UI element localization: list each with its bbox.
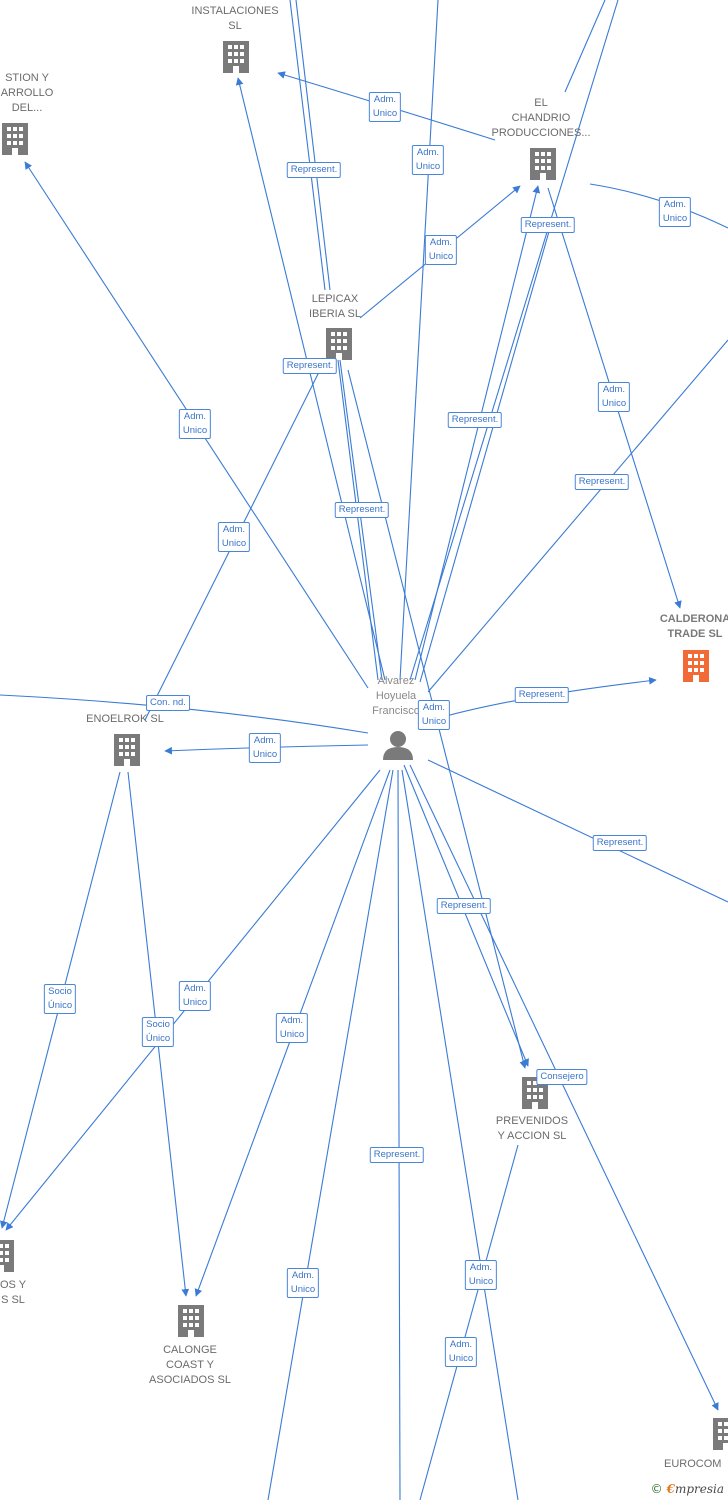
building-icon[interactable] [178, 1305, 204, 1337]
edge-line [403, 764, 529, 1067]
edge-label[interactable]: Adm. Unico [368, 92, 402, 122]
edge-line [339, 359, 383, 681]
edge-label[interactable]: Adm. Unico [178, 409, 212, 439]
node-label-chandrio[interactable]: EL CHANDRIO PRODUCCIONES... [491, 97, 591, 139]
node-label-person[interactable]: Alvarez Hoyuela Francisco [372, 675, 420, 717]
edge-line [397, 769, 401, 1500]
nodes [0, 41, 728, 1450]
edge-line [337, 359, 379, 681]
edge-line [419, 227, 551, 683]
edge-label[interactable]: Represent. [520, 217, 576, 233]
brand-name: mpresia [674, 1482, 724, 1496]
edge-line [564, 0, 606, 93]
building-icon[interactable] [530, 148, 556, 180]
edge-label[interactable]: Adm. Unico [417, 700, 451, 730]
node-label-left-bottom[interactable]: OS Y S SL [0, 1279, 27, 1306]
building-icon[interactable] [713, 1418, 728, 1450]
edge-label[interactable]: Adm. Unico [424, 235, 458, 265]
edge-line [235, 77, 386, 681]
node-label-eurocom[interactable]: EUROCOM [664, 1458, 722, 1470]
node-label-calonge[interactable]: CALONGE COAST Y ASOCIADOS SL [149, 1344, 231, 1386]
edge-label[interactable]: Socio Único [43, 984, 77, 1014]
edge-line [401, 769, 519, 1500]
edge-line [419, 1144, 519, 1500]
edge-label[interactable]: Represent. [282, 358, 338, 374]
edge-line [295, 0, 331, 291]
building-icon[interactable] [223, 41, 249, 73]
edge-line [409, 764, 719, 1411]
building-icon[interactable] [2, 123, 28, 155]
edge-label[interactable]: Adm. Unico [178, 981, 212, 1011]
edge-label[interactable]: Represent. [592, 835, 648, 851]
building-icon[interactable] [683, 650, 709, 682]
person-icon[interactable] [383, 731, 413, 760]
edge-line [427, 339, 728, 693]
edge-label[interactable]: Adm. Unico [658, 197, 692, 227]
building-icon[interactable] [326, 328, 352, 360]
node-label-enoelrok[interactable]: ENOELROK SL [86, 713, 164, 725]
edge-label[interactable]: Adm. Unico [275, 1013, 309, 1043]
copyright-icon: © [650, 1482, 663, 1496]
edge-label[interactable]: Represent. [334, 502, 390, 518]
edge-line [399, 0, 439, 681]
edge-label[interactable]: Con. nd. [146, 695, 190, 711]
node-label-instalaciones[interactable]: INSTALACIONES SL [191, 5, 279, 32]
edge-label[interactable]: Represent. [514, 687, 570, 703]
edge-line [414, 185, 541, 681]
brand-logo-e: € [666, 1482, 675, 1496]
node-label-prevenidos[interactable]: PREVENIDOS Y ACCION SL [495, 1115, 569, 1142]
edge-label[interactable]: Adm. Unico [411, 145, 445, 175]
edge-label[interactable]: Adm. Unico [597, 382, 631, 412]
edge-label[interactable]: Represent. [436, 898, 492, 914]
edge-label[interactable]: Adm. Unico [286, 1268, 320, 1298]
edge-label[interactable]: Represent. [447, 412, 503, 428]
node-label-gestion[interactable]: STION Y ARROLLO DEL... [0, 72, 54, 114]
edge-label[interactable]: Adm. Unico [464, 1260, 498, 1290]
edge-line [267, 769, 394, 1500]
edge-line [289, 0, 326, 291]
node-label-calderona[interactable]: CALDERONA TRADE SL [659, 613, 728, 640]
edge-label[interactable]: Adm. Unico [217, 522, 251, 552]
edge-label[interactable]: Represent. [369, 1147, 425, 1163]
building-icon[interactable] [0, 1240, 14, 1272]
edge-label[interactable]: Socio Único [141, 1017, 175, 1047]
edge-label[interactable]: Consejero [536, 1069, 588, 1085]
edge-label[interactable]: Adm. Unico [248, 733, 282, 763]
edge-line [0, 694, 369, 734]
brand-watermark: ©€mpresia [651, 1482, 724, 1496]
edge-label[interactable]: Represent. [574, 474, 630, 490]
edge-line [409, 0, 619, 681]
node-label-lepicax[interactable]: LEPICAX IBERIA SL [309, 293, 361, 320]
edge-label[interactable]: Adm. Unico [444, 1337, 478, 1367]
edge-line [427, 759, 728, 903]
building-icon[interactable] [114, 734, 140, 766]
edge-label[interactable]: Represent. [286, 162, 342, 178]
